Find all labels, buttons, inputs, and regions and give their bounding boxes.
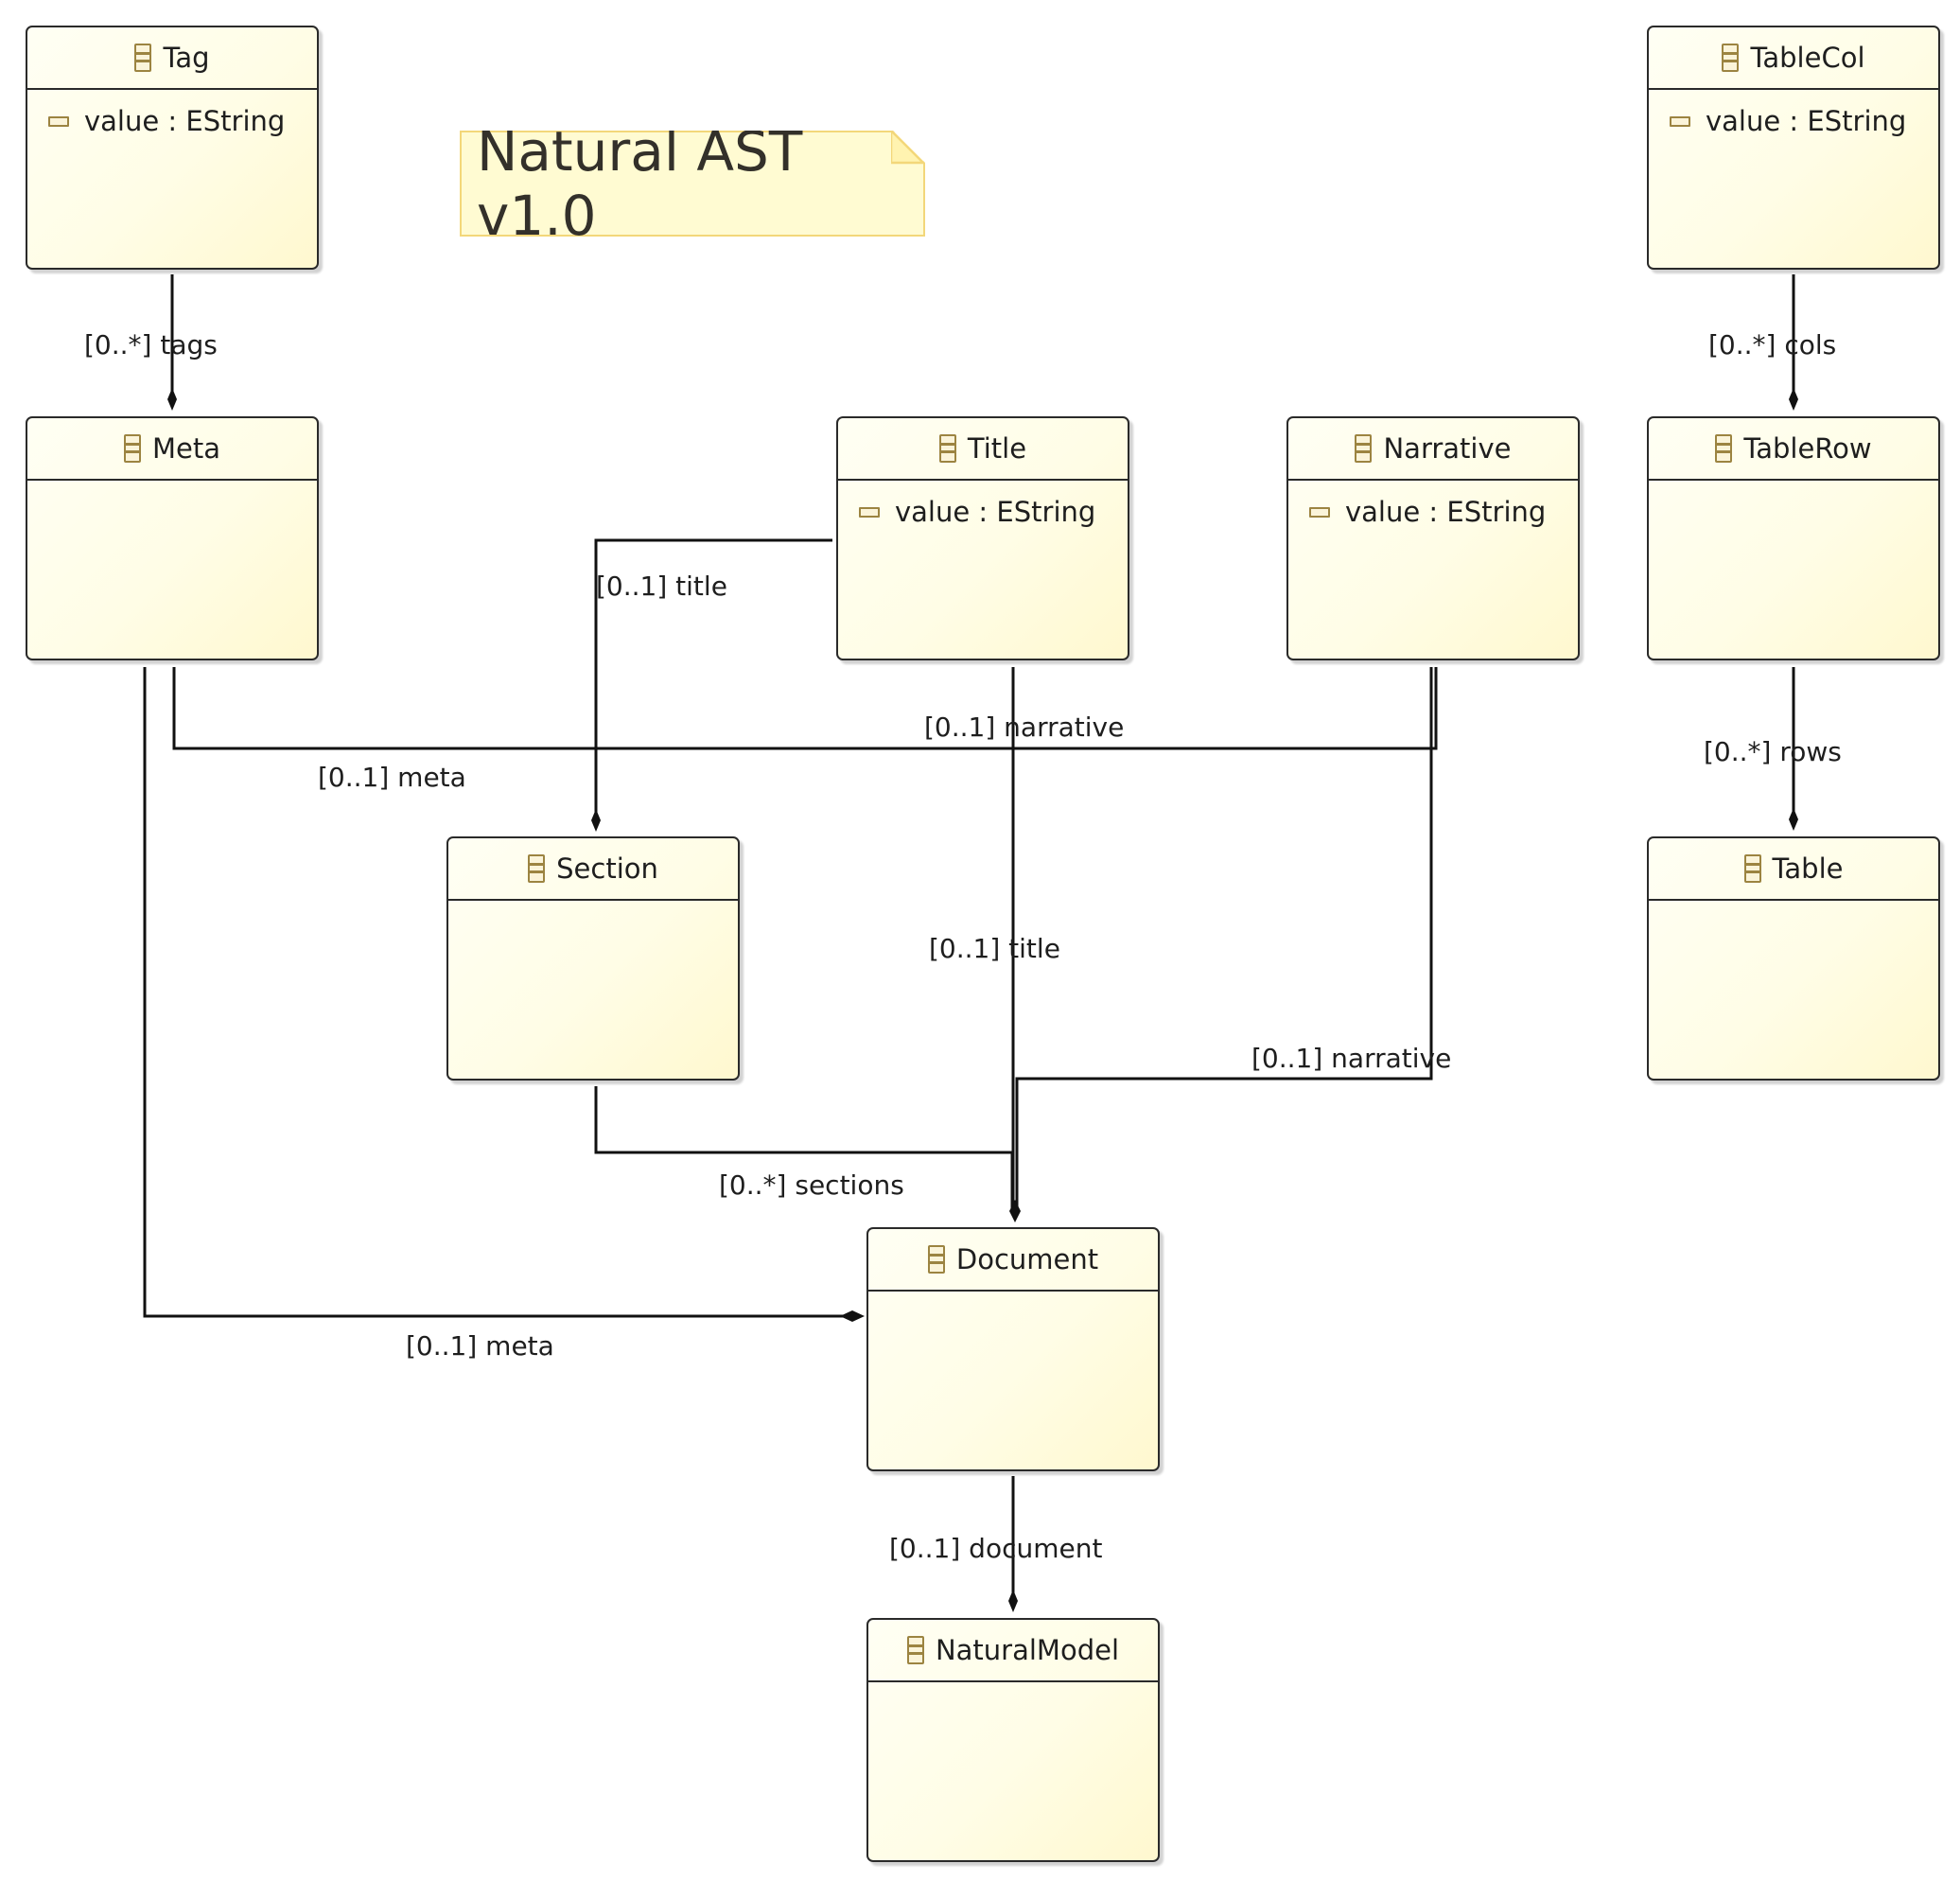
attribute-icon: [48, 115, 69, 127]
edge-section-title: [594, 538, 832, 818]
attribute-row[interactable]: value : EString: [1670, 105, 1938, 137]
class-naturalmodel[interactable]: NaturalModel: [866, 1618, 1160, 1862]
edge-label-rows: [0..*] rows: [1704, 736, 1842, 767]
class-tag[interactable]: Tag value : EString: [26, 26, 319, 270]
attribute-label: value : EString: [84, 105, 286, 137]
class-header: TableRow: [1649, 418, 1938, 481]
edge-label-meta-narrative: [0..1] narrative: [924, 712, 1125, 743]
class-name: Meta: [151, 432, 220, 465]
class-header: Narrative: [1288, 418, 1578, 481]
note-corner-fold: [891, 131, 925, 165]
eclass-icon: [123, 434, 141, 463]
class-name: Tag: [163, 42, 210, 74]
class-section[interactable]: Section: [446, 836, 740, 1081]
diamond-naturalmodel-document: [1008, 1590, 1018, 1612]
class-name: Section: [556, 853, 658, 885]
edge-label-sections: [0..*] sections: [719, 1169, 904, 1201]
class-table[interactable]: Table: [1647, 836, 1940, 1081]
class-name: TableRow: [1743, 432, 1872, 465]
edge-sections: [594, 1086, 1014, 1209]
diamond-document-meta: [840, 1310, 865, 1322]
edge-document-narrative: [1015, 667, 1433, 1209]
edge-label-section-title: [0..1] title: [596, 571, 727, 602]
diamond-meta-tags: [167, 388, 177, 411]
edge-label-document-title: [0..1] title: [929, 933, 1060, 964]
diamond-section-title: [591, 809, 601, 832]
title-note: Natural AST v1.0: [460, 131, 925, 237]
class-header: NaturalModel: [868, 1620, 1158, 1682]
attribute-label: value : EString: [895, 496, 1096, 528]
eclass-icon: [1743, 854, 1761, 883]
edge-label-cols: [0..*] cols: [1708, 329, 1837, 360]
eclass-icon: [528, 854, 546, 883]
class-header: Tag: [27, 27, 317, 90]
class-title[interactable]: Title value : EString: [836, 416, 1129, 660]
eclass-icon: [1722, 44, 1740, 72]
class-meta[interactable]: Meta: [26, 416, 319, 660]
attribute-icon: [1670, 115, 1690, 127]
class-name: Table: [1772, 853, 1844, 885]
diamond-document-children: [1009, 1200, 1021, 1222]
class-header: Meta: [27, 418, 317, 481]
edge-meta-narrative: [172, 667, 1438, 750]
class-name: NaturalModel: [935, 1634, 1120, 1666]
class-header: Table: [1649, 838, 1938, 901]
attribute-label: value : EString: [1706, 105, 1907, 137]
class-narrative[interactable]: Narrative value : EString: [1286, 416, 1580, 660]
eclass-icon: [906, 1636, 924, 1664]
class-header: Section: [448, 838, 738, 901]
class-name: Narrative: [1383, 432, 1512, 465]
edge-label-meta-meta: [0..1] meta: [318, 762, 466, 793]
diamond-table-rows: [1789, 808, 1798, 831]
edge-label-document-narrative: [0..1] narrative: [1251, 1043, 1452, 1074]
eclass-icon: [1715, 434, 1733, 463]
class-header: Document: [868, 1229, 1158, 1292]
title-note-text: Natural AST v1.0: [477, 119, 803, 248]
class-tablecol[interactable]: TableCol value : EString: [1647, 26, 1940, 270]
class-header: Title: [838, 418, 1128, 481]
class-name: Document: [955, 1243, 1099, 1275]
class-name: Title: [967, 432, 1027, 465]
class-header: TableCol: [1649, 27, 1938, 90]
attribute-icon: [1309, 506, 1330, 518]
attribute-row[interactable]: value : EString: [859, 496, 1128, 528]
edge-label-tags: [0..*] tags: [84, 329, 218, 360]
eclass-icon: [1355, 434, 1373, 463]
class-tablerow[interactable]: TableRow: [1647, 416, 1940, 660]
edge-document-meta: [143, 667, 844, 1318]
attribute-icon: [859, 506, 880, 518]
attribute-row[interactable]: value : EString: [1309, 496, 1578, 528]
eclass-icon: [938, 434, 956, 463]
attribute-label: value : EString: [1345, 496, 1547, 528]
class-document[interactable]: Document: [866, 1227, 1160, 1471]
class-name: TableCol: [1750, 42, 1865, 74]
edge-label-document: [0..1] document: [889, 1533, 1103, 1564]
eclass-icon: [134, 44, 152, 72]
edge-label-document-meta: [0..1] meta: [406, 1330, 554, 1362]
eclass-icon: [927, 1245, 945, 1274]
attribute-row[interactable]: value : EString: [48, 105, 317, 137]
diamond-tablerow-cols: [1789, 388, 1798, 411]
